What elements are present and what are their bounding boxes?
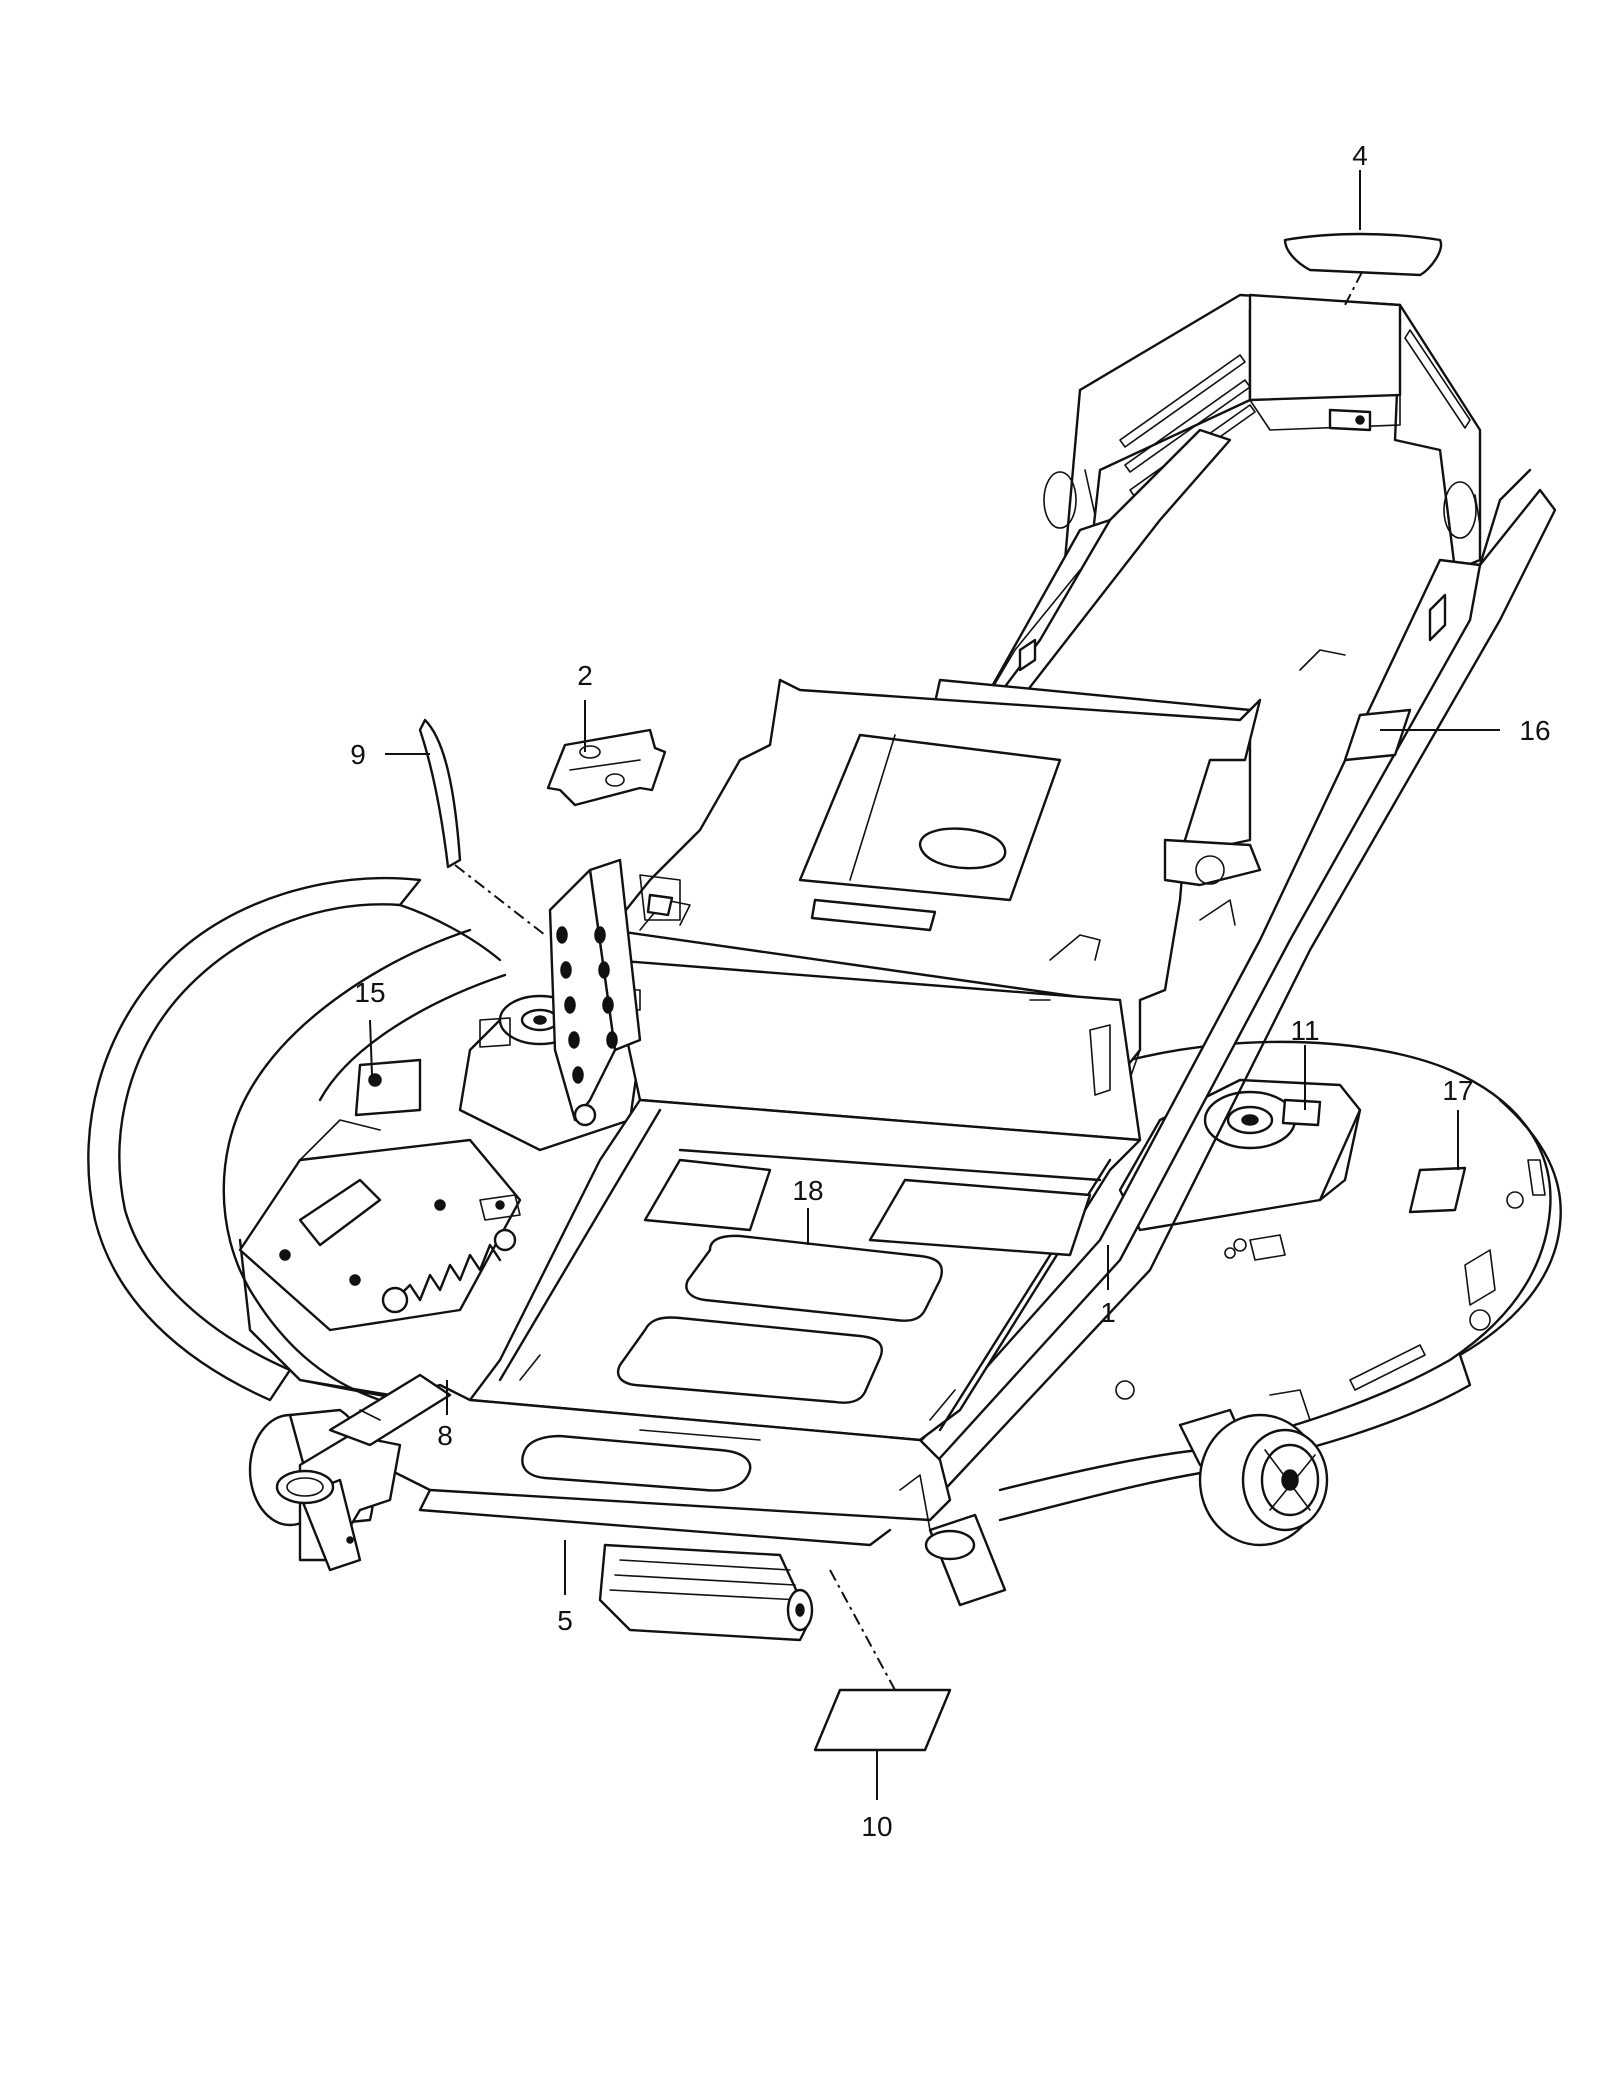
rear-right-wheel [1178,1389,1329,1547]
anti-scalp-roller [598,1543,814,1642]
front-right-caster [899,1474,1007,1607]
decal-10 [813,1688,952,1752]
height-adjust-plate [238,1058,522,1332]
callout-labels: 1 2 4 5 8 9 10 11 15 16 17 18 [350,140,1550,1842]
placement-lines [454,271,1363,1691]
seat-pan [548,858,1142,1142]
callout-4: 4 [1352,140,1368,171]
leader-lines [369,170,1500,1800]
callout-11: 11 [1290,1015,1319,1046]
callout-16: 16 [1519,715,1550,746]
decal-2 [546,728,667,807]
bracket-holes [556,926,618,1084]
decal-4 [1283,232,1443,277]
decal-17 [1408,1166,1467,1214]
callout-10: 10 [861,1811,892,1842]
loose-decals [418,232,1467,1752]
callout-8: 8 [437,1420,453,1451]
callout-17: 17 [1442,1075,1473,1106]
callout-18: 18 [792,1175,823,1206]
callout-9: 9 [350,739,366,770]
front-left-caster [248,1373,452,1572]
callout-2: 2 [577,660,593,691]
callout-5: 5 [557,1605,573,1636]
right-spindle-housing [1118,1078,1362,1261]
decal-9 [418,718,462,869]
footrest-platform [468,1098,1142,1442]
callout-15: 15 [354,977,385,1008]
front-bumper [368,1383,952,1547]
callout-1: 1 [1100,1297,1116,1328]
